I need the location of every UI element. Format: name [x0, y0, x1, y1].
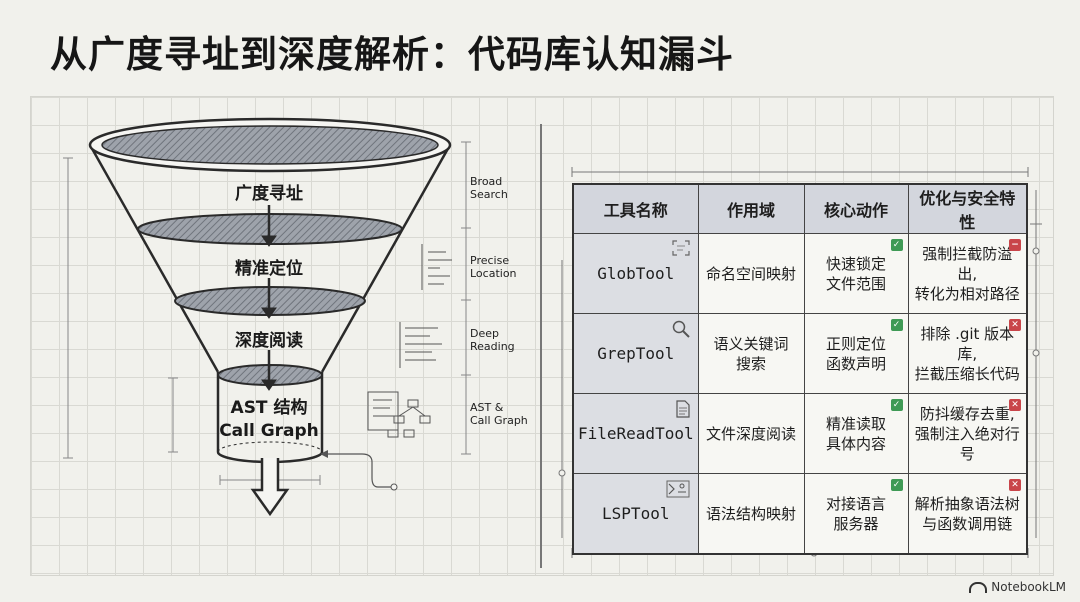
stage-label-deep: 深度阅读 [235, 330, 303, 351]
feature-line-2: 强制注入绝对行号 [914, 424, 1020, 463]
table-header-row: 工具名称 作用域 核心动作 优化与安全特性 [572, 183, 1028, 234]
action-cell: ✓ 正则定位 函数声明 [803, 313, 909, 394]
table-row: LSPTool 语法结构映射 ✓ 对接语言 服务器 ✕ 解析抽象语法树 与函数调… [572, 473, 1028, 555]
tool-name: GlobTool [597, 263, 675, 283]
funnel-left-edge [88, 144, 220, 373]
action-line-1: 对接语言 [825, 494, 886, 513]
brand-watermark: NotebookLM [969, 580, 1066, 594]
side-label-broad-1: Broad [470, 175, 502, 188]
funnel-right-edge [320, 144, 452, 373]
feature-line-1: 防抖缓存去重, [919, 404, 1015, 423]
x-icon: ✕ [1009, 479, 1021, 491]
header-tool-name: 工具名称 [572, 183, 699, 234]
action-line-1: 正则定位 [825, 334, 886, 353]
tool-table: 工具名称 作用域 核心动作 优化与安全特性 GlobTool 命名空间映射 ✓ … [572, 183, 1028, 555]
side-label-deep-1: Deep [470, 327, 499, 340]
check-icon: ✓ [890, 239, 903, 251]
minus-icon: − [1009, 239, 1021, 251]
tool-cell: GrepTool [572, 313, 699, 394]
tool-cell: LSPTool [572, 473, 699, 555]
side-label-deep-2: Reading [470, 340, 515, 353]
scope-cell: 语法结构映射 [697, 473, 805, 555]
action-line-2: 文件范围 [825, 274, 886, 293]
action-line-1: 快速锁定 [825, 254, 886, 273]
stage-label-broad: 广度寻址 [235, 183, 303, 204]
feature-cell: ✕ 防抖缓存去重, 强制注入绝对行号 [907, 393, 1028, 474]
table-row: GlobTool 命名空间映射 ✓ 快速锁定 文件范围 − 强制拦截防溢出, 转… [572, 233, 1028, 314]
x-icon: ✕ [1009, 319, 1021, 331]
stage-label-precise: 精准定位 [235, 258, 303, 279]
scope-cell: 命名空间映射 [697, 233, 805, 314]
action-cell: ✓ 精准读取 具体内容 [803, 393, 909, 474]
action-line-1: 精准读取 [825, 414, 886, 433]
check-icon: ✓ [890, 479, 903, 491]
feature-line-1: 强制拦截防溢出, [922, 244, 1013, 283]
action-line-2: 具体内容 [825, 434, 886, 453]
check-icon: ✓ [890, 319, 903, 331]
header-scope: 作用域 [697, 183, 805, 234]
side-label-precise-2: Location [470, 267, 517, 280]
stage-label-ast: AST 结构 [231, 397, 308, 418]
x-icon: ✕ [1009, 399, 1021, 411]
notebooklm-logo-icon [969, 581, 988, 593]
side-label-precise-1: Precise [470, 254, 509, 267]
output-arrow [250, 458, 290, 517]
ast-tree-icon [367, 391, 431, 438]
header-core-action: 核心动作 [803, 183, 909, 234]
cognitive-funnel-diagram: 广度寻址 精准定位 深度阅读 AST 结构 Call Graph Broad S… [63, 117, 528, 517]
table-row: GrepTool 语义关键词 搜索 ✓ 正则定位 函数声明 ✕ 排除 .git … [572, 313, 1028, 394]
feature-line-2: 与函数调用链 [922, 514, 1013, 533]
code-graph-icon [666, 480, 689, 498]
action-line-2: 服务器 [833, 514, 879, 533]
feature-cell: ✕ 解析抽象语法树 与函数调用链 [907, 473, 1028, 555]
section-divider [540, 124, 542, 568]
document-icon [675, 400, 690, 418]
tool-name: LSPTool [602, 503, 670, 523]
feature-line-1: 排除 .git 版本库, [920, 324, 1015, 363]
scan-icon [671, 240, 690, 256]
feature-line-2: 转化为相对路径 [914, 284, 1020, 303]
table-row: FileReadTool 文件深度阅读 ✓ 精准读取 具体内容 ✕ 防抖缓存去重… [572, 393, 1028, 474]
feature-cell: ✕ 排除 .git 版本库, 拦截压缩长代码 [907, 313, 1028, 394]
feature-cell: − 强制拦截防溢出, 转化为相对路径 [907, 233, 1028, 314]
header-optimization: 优化与安全特性 [907, 183, 1028, 234]
side-label-broad-2: Search [470, 188, 508, 201]
action-cell: ✓ 快速锁定 文件范围 [803, 233, 909, 314]
action-cell: ✓ 对接语言 服务器 [803, 473, 909, 555]
page-title: 从广度寻址到深度解析：代码库认知漏斗 [50, 33, 734, 76]
deep-reading-icon [399, 322, 442, 368]
side-label-ast-1: AST & [470, 401, 504, 414]
scope-cell: 文件深度阅读 [697, 393, 805, 474]
precise-location-icon [421, 244, 452, 290]
scope-cell: 语义关键词 搜索 [697, 313, 805, 394]
feature-line-2: 拦截压缩长代码 [914, 364, 1020, 383]
connector-line [328, 453, 394, 488]
feature-line-1: 解析抽象语法树 [914, 494, 1020, 513]
side-label-ast-2: Call Graph [470, 414, 528, 427]
search-icon [672, 320, 690, 338]
funnel-top-surface [101, 125, 439, 165]
stage-label-call-graph: Call Graph [219, 421, 319, 441]
brand-name: NotebookLM [991, 580, 1066, 594]
scope-line-2: 搜索 [735, 354, 766, 373]
tool-cell: GlobTool [572, 233, 699, 314]
scope-line-1: 语义关键词 [713, 334, 789, 353]
check-icon: ✓ [890, 399, 903, 411]
tool-name: FileReadTool [578, 423, 694, 443]
flow-arrows [261, 205, 277, 391]
tool-cell: FileReadTool [572, 393, 699, 474]
action-line-2: 函数声明 [825, 354, 886, 373]
tool-name: GrepTool [597, 343, 675, 363]
connector-dot [390, 483, 398, 491]
